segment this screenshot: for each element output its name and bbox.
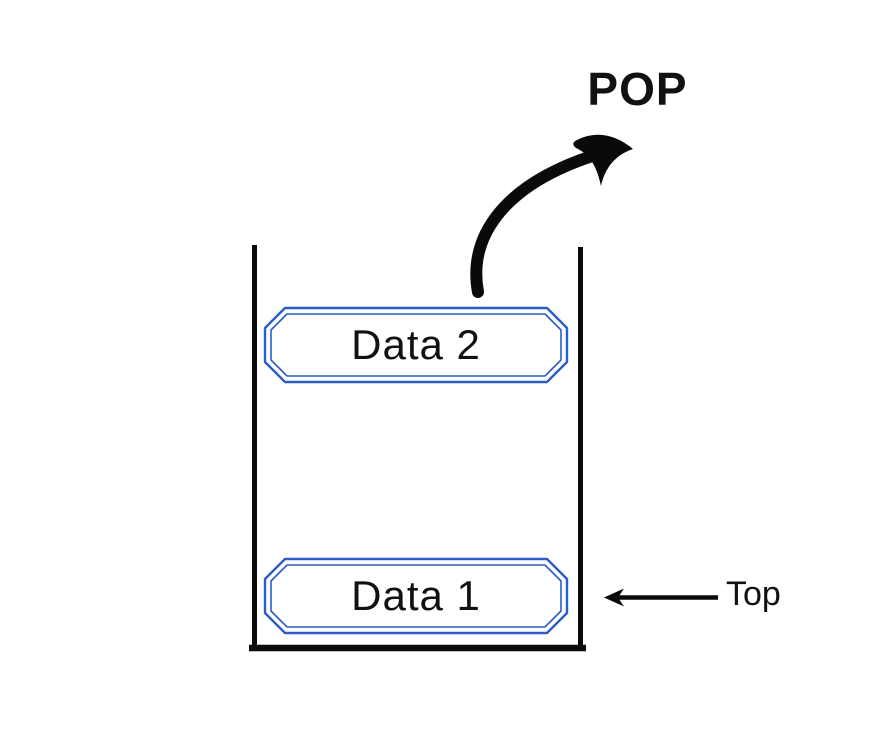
left-arrow-icon [604,588,718,607]
stack-item-outer-border [263,557,569,635]
stack-item-inner-border [270,313,562,377]
stack-item-outer-border [263,306,569,384]
curved-arrow-icon [470,134,633,298]
top-label: Top [726,575,781,613]
stack-item-data-2-border [263,306,569,384]
curved-arrow-head [573,134,633,186]
pop-label: POP [587,63,688,115]
stack-container [249,245,586,652]
stack-item-label-data-2: Data 2 [351,321,481,368]
stack-item-label-data-1: Data 1 [351,572,481,619]
stack-item-inner-border [270,564,562,628]
top-arrow-head [604,588,624,607]
stack-item-data-1-border [263,557,569,635]
curved-arrow-shaft [470,150,598,298]
